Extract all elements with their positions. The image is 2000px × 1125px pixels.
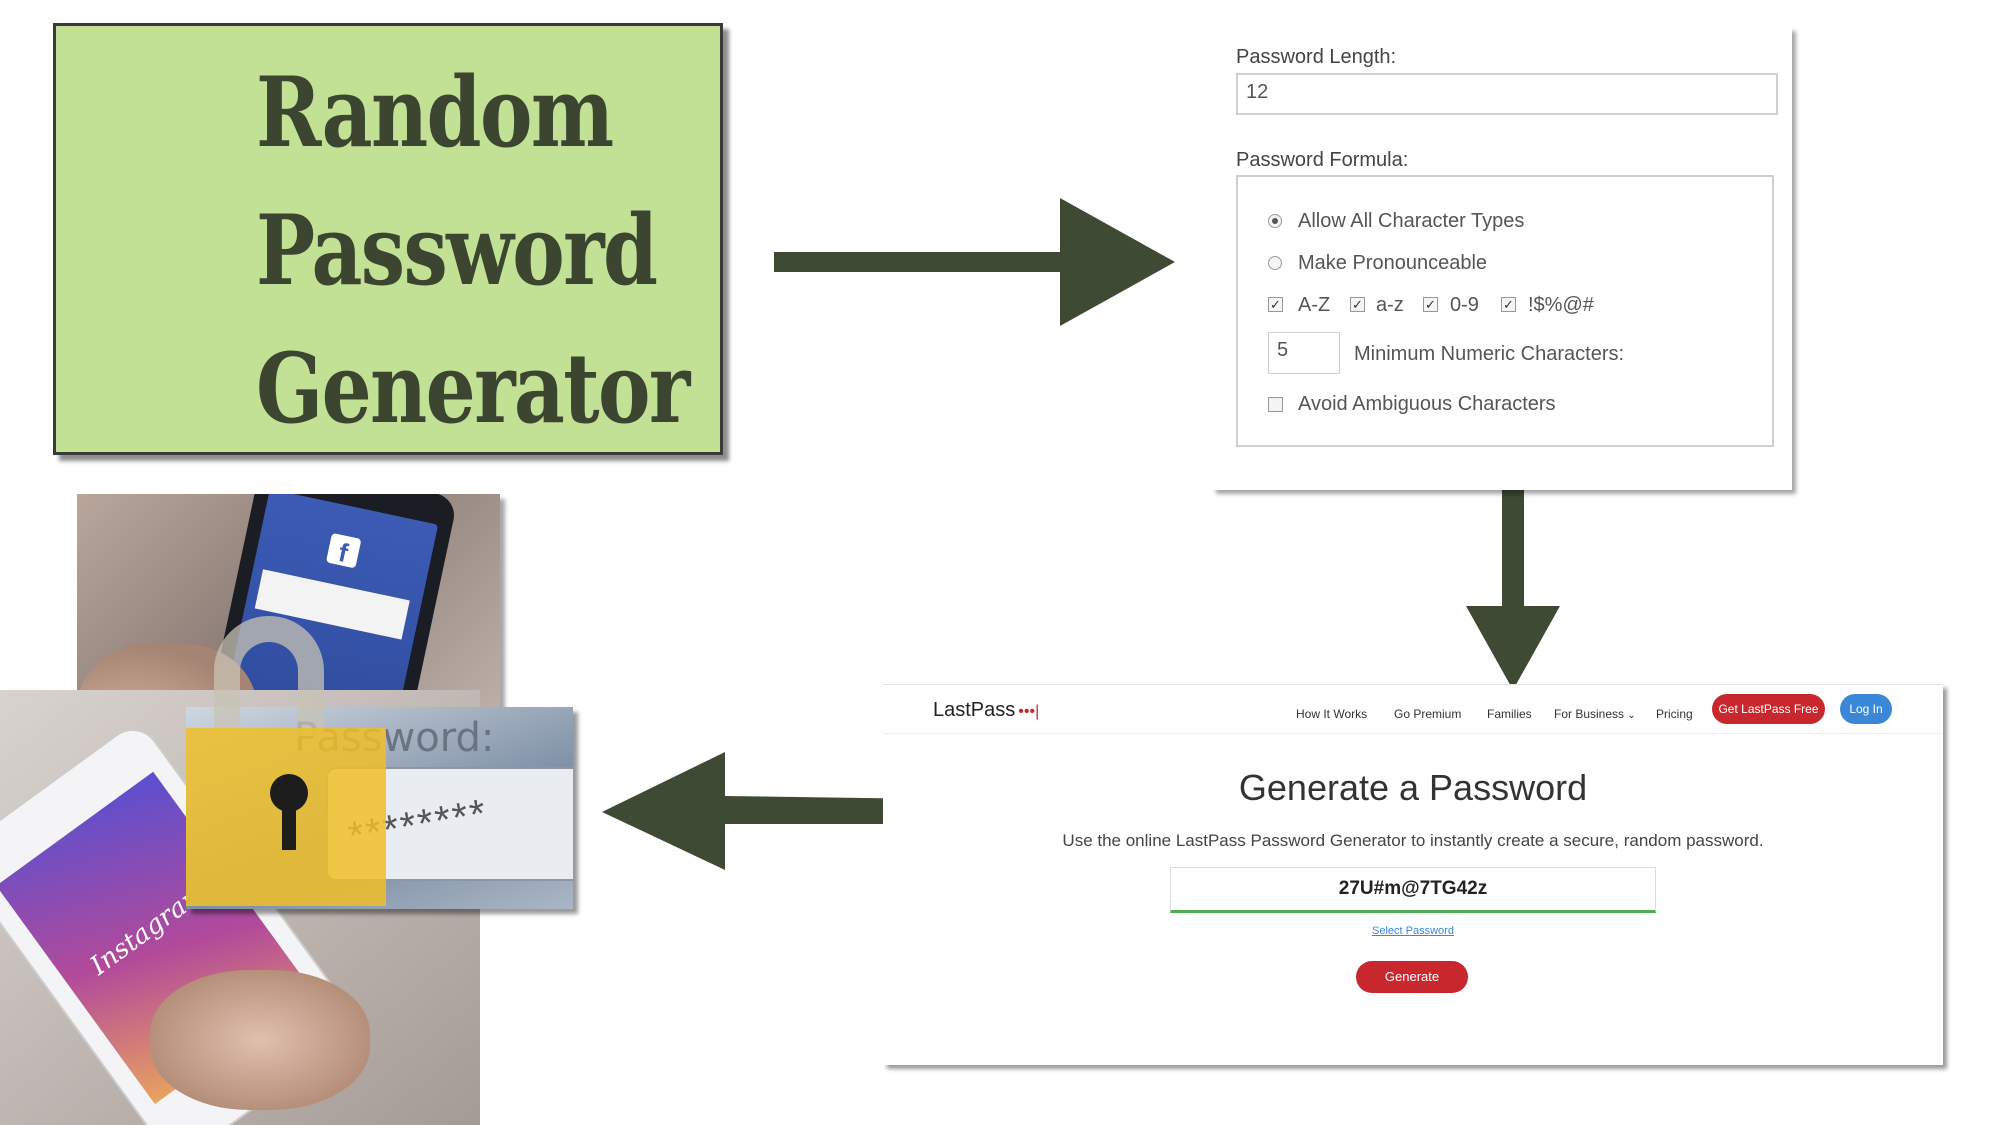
keyhole-stem [282,800,296,850]
arrow-down-icon [1466,460,1560,690]
log-in-button[interactable]: Log In [1840,694,1892,724]
arrow-right-icon [774,198,1175,326]
checkbox-symbols-label: !$%@# [1528,294,1594,316]
nav-how-it-works[interactable]: How It Works [1296,707,1368,721]
logo-text: LastPass [933,699,1016,721]
title-line-1: Random [256,56,614,169]
checkbox-upper-label: A-Z [1298,294,1331,316]
nav-pricing[interactable]: Pricing [1656,707,1693,721]
password-length-label: Password Length: [1236,46,1397,68]
nav-divider [883,733,1943,734]
password-options-panel: Password Length: 12 Password Formula: Al… [1212,27,1792,490]
checkbox-avoid-ambiguous[interactable] [1268,397,1283,412]
hand-holding-phone [150,970,370,1110]
radio-pronounceable-label: Make Pronounceable [1298,252,1488,274]
chevron-down-icon: ⌄ [1627,710,1636,721]
checkbox-lower[interactable]: ✓ [1350,297,1365,312]
generated-password-field[interactable]: 27U#m@7TG42z [1170,867,1656,913]
radio-allow-all-label: Allow All Character Types [1298,210,1525,232]
checkbox-symbols[interactable]: ✓ [1501,297,1516,312]
padlock-shackle [214,616,324,736]
radio-allow-all[interactable] [1268,214,1282,228]
min-numeric-label: Minimum Numeric Characters: [1354,343,1625,365]
password-formula-label: Password Formula: [1236,149,1409,171]
arrow-left-icon [602,752,1004,870]
facebook-icon: f [325,532,362,569]
password-length-input[interactable]: 12 [1236,73,1778,115]
title-line-3: Generator [256,332,690,445]
nav-families[interactable]: Families [1487,707,1532,721]
checkbox-avoid-ambiguous-label: Avoid Ambiguous Characters [1298,393,1556,415]
nav-go-premium[interactable]: Go Premium [1394,707,1462,721]
generate-button[interactable]: Generate [1356,961,1468,993]
title-card: Random Password Generator [53,23,723,455]
checkbox-upper[interactable]: ✓ [1268,297,1283,312]
checkbox-digits-label: 0-9 [1450,294,1479,316]
padlock-body [186,728,386,906]
logo-dots: •••| [1018,703,1040,720]
nav-for-business[interactable]: For Business ⌄ [1554,707,1636,721]
generate-subtext: Use the online LastPass Password Generat… [1062,831,1764,850]
title-line-2: Password [256,194,658,307]
lastpass-generator-page: LastPass•••| How It Works Go Premium Fam… [883,684,1943,1065]
radio-pronounceable[interactable] [1268,256,1282,270]
checkbox-digits[interactable]: ✓ [1423,297,1438,312]
generate-heading: Generate a Password [1238,767,1588,808]
select-password-link[interactable]: Select Password [1372,925,1454,937]
min-numeric-input[interactable]: 5 [1268,332,1340,374]
password-formula-box: Allow All Character Types Make Pronounce… [1236,175,1774,447]
get-lastpass-free-button[interactable]: Get LastPass Free [1712,694,1825,724]
checkbox-lower-label: a-z [1376,294,1404,316]
lastpass-logo[interactable]: LastPass•••| [933,699,1039,722]
nav-for-business-label: For Business [1554,707,1625,721]
padlock-icon [186,616,386,916]
